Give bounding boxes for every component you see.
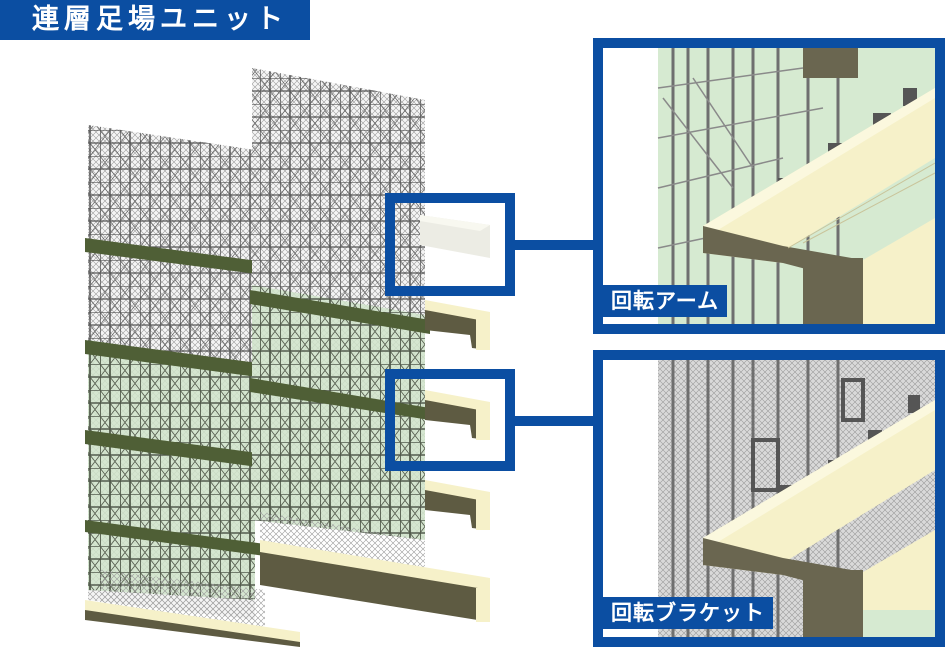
page-title: 連層足場ユニット <box>0 0 310 40</box>
connector-line-rotating-arm <box>514 240 596 250</box>
highlight-box-rotating-bracket <box>385 369 515 471</box>
rotating-arm-detail-image <box>603 48 935 324</box>
connector-line-rotating-bracket <box>514 416 596 426</box>
left-scaffold-tower <box>85 125 265 640</box>
detail-panel-rotating-arm: 回転アーム <box>593 38 945 334</box>
floor-slabs <box>85 215 490 647</box>
callout-label-rotating-bracket: 回転ブラケット <box>603 597 773 629</box>
right-scaffold-tower <box>250 68 430 600</box>
callout-label-rotating-arm: 回転アーム <box>603 285 728 317</box>
detail-panel-rotating-bracket: 回転ブラケット <box>593 350 945 647</box>
rotating-bracket-detail-image <box>603 360 935 637</box>
highlight-box-rotating-arm <box>385 193 515 296</box>
